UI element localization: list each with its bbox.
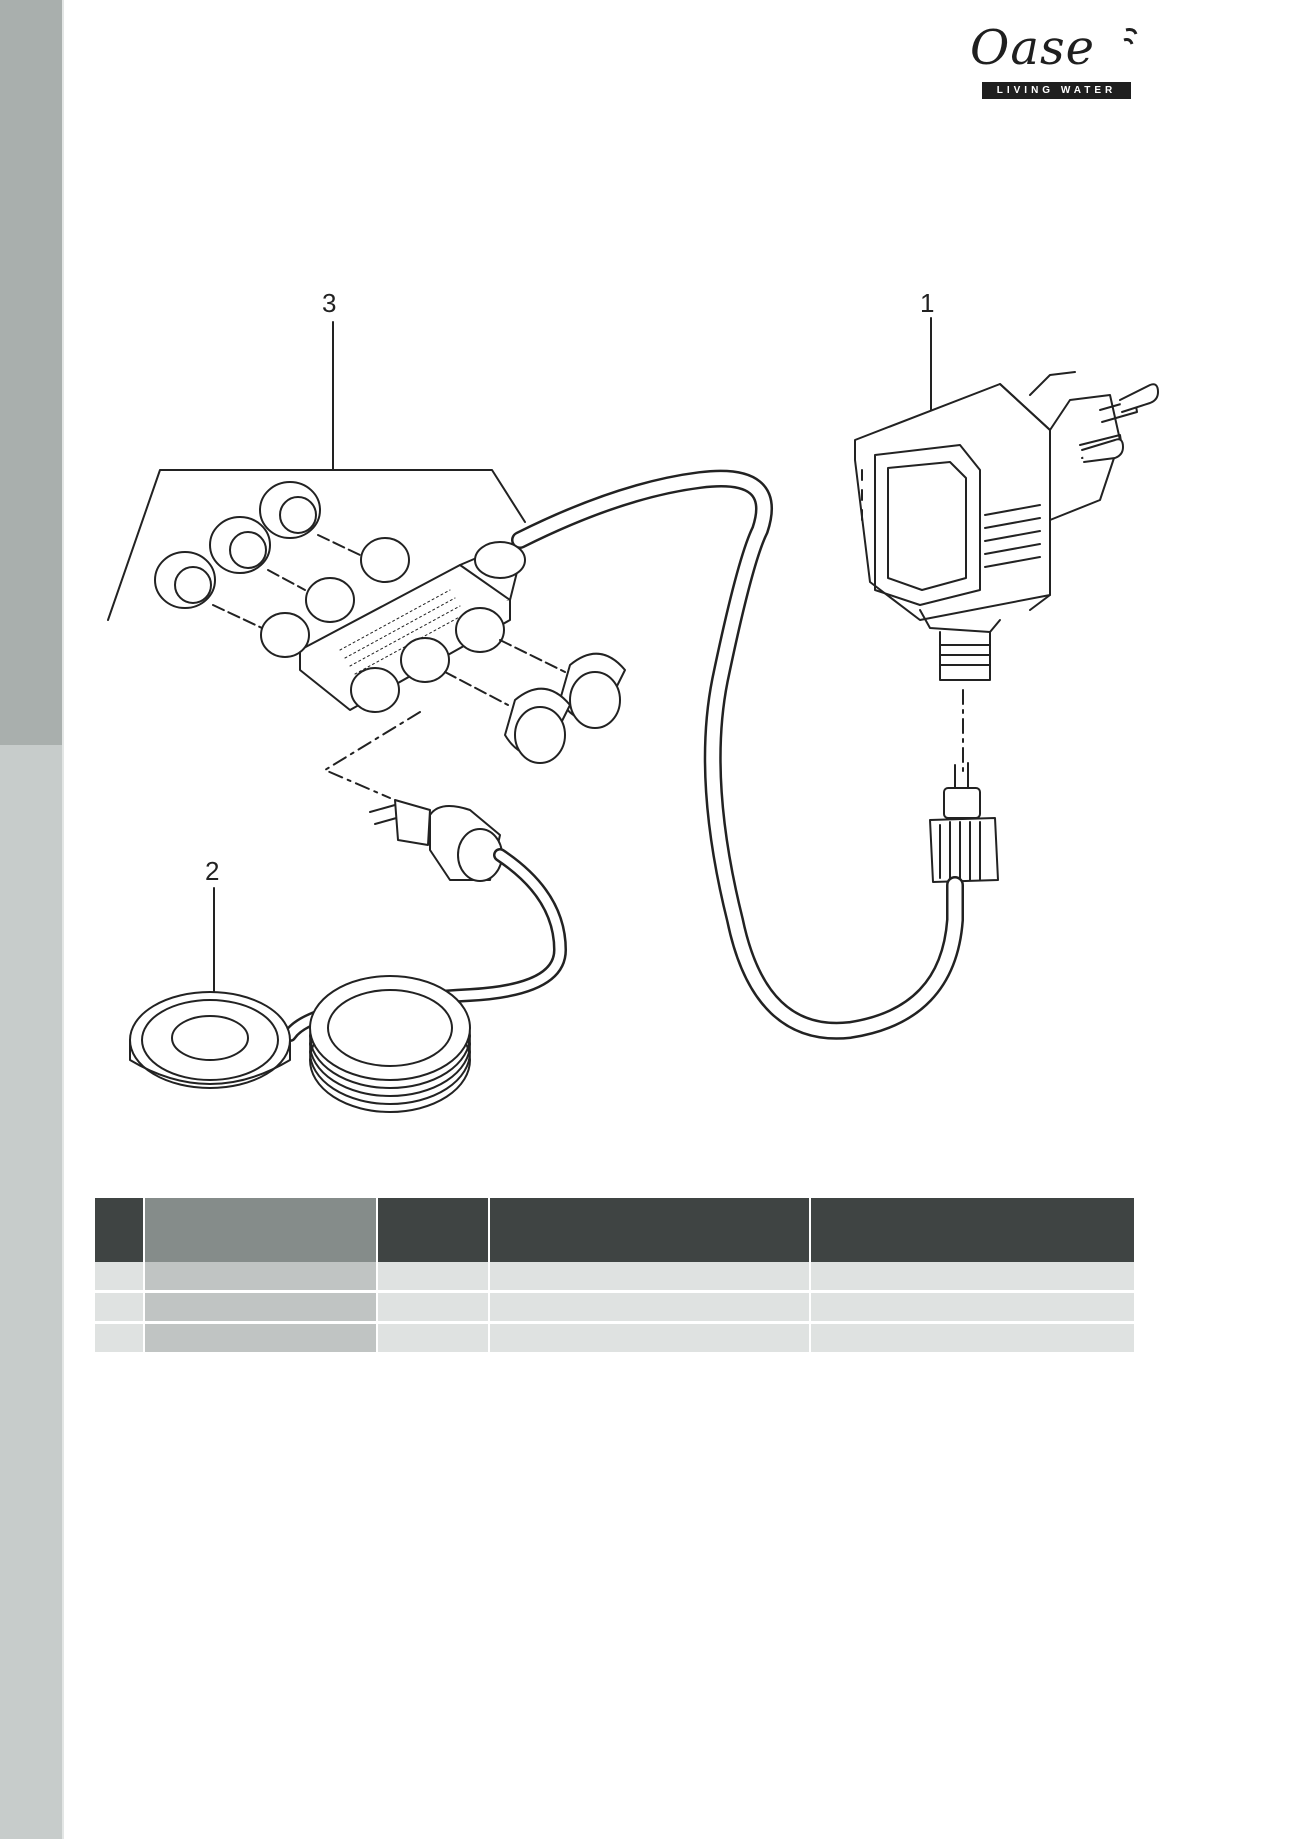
sealing-caps-right xyxy=(504,652,626,764)
table-row xyxy=(95,1291,1136,1324)
table-row xyxy=(95,1262,1136,1293)
bracket-3 xyxy=(107,469,526,621)
cell xyxy=(144,1291,378,1324)
light-cable-plug xyxy=(369,799,503,882)
dash-guide-splitter xyxy=(324,711,421,799)
header-qty xyxy=(377,1198,490,1262)
cell xyxy=(810,1322,1136,1355)
cell xyxy=(95,1262,145,1293)
header-article xyxy=(489,1198,811,1262)
cell xyxy=(377,1262,490,1293)
logo-drops-icon xyxy=(1123,28,1138,45)
side-tab-edge xyxy=(62,0,64,1839)
cell xyxy=(810,1262,1136,1293)
header-position xyxy=(95,1198,145,1262)
oase-logo: Oase LIVING WATER xyxy=(962,20,1162,104)
cell xyxy=(489,1262,811,1293)
cable-coil xyxy=(309,975,471,1113)
exploded-view-drawing xyxy=(107,317,1159,1113)
cell xyxy=(95,1291,145,1324)
parts-table-header xyxy=(95,1198,1136,1262)
psu-cable-plug xyxy=(929,762,999,883)
splitter-ports xyxy=(260,537,505,713)
cell xyxy=(377,1291,490,1324)
cell xyxy=(144,1322,378,1355)
header-name xyxy=(144,1198,378,1262)
side-tab-dark xyxy=(0,0,62,745)
cell xyxy=(377,1322,490,1355)
header-notes xyxy=(810,1198,1136,1262)
cell xyxy=(489,1291,811,1324)
led-spot xyxy=(129,991,291,1089)
cell xyxy=(810,1291,1136,1324)
sealing-caps-left xyxy=(154,481,321,609)
callout-2: 2 xyxy=(205,856,220,886)
cell xyxy=(489,1322,811,1355)
logo-tagline: LIVING WATER xyxy=(982,82,1131,99)
cell xyxy=(95,1322,145,1355)
cell xyxy=(144,1262,378,1293)
callout-3: 3 xyxy=(322,288,337,318)
logo-wordmark: Oase xyxy=(970,20,1096,76)
table-row xyxy=(95,1322,1136,1355)
power-supply-unit xyxy=(854,371,1159,681)
callout-1: 1 xyxy=(920,288,935,318)
side-tab-light xyxy=(0,745,62,1839)
parts-table xyxy=(95,1198,1136,1355)
